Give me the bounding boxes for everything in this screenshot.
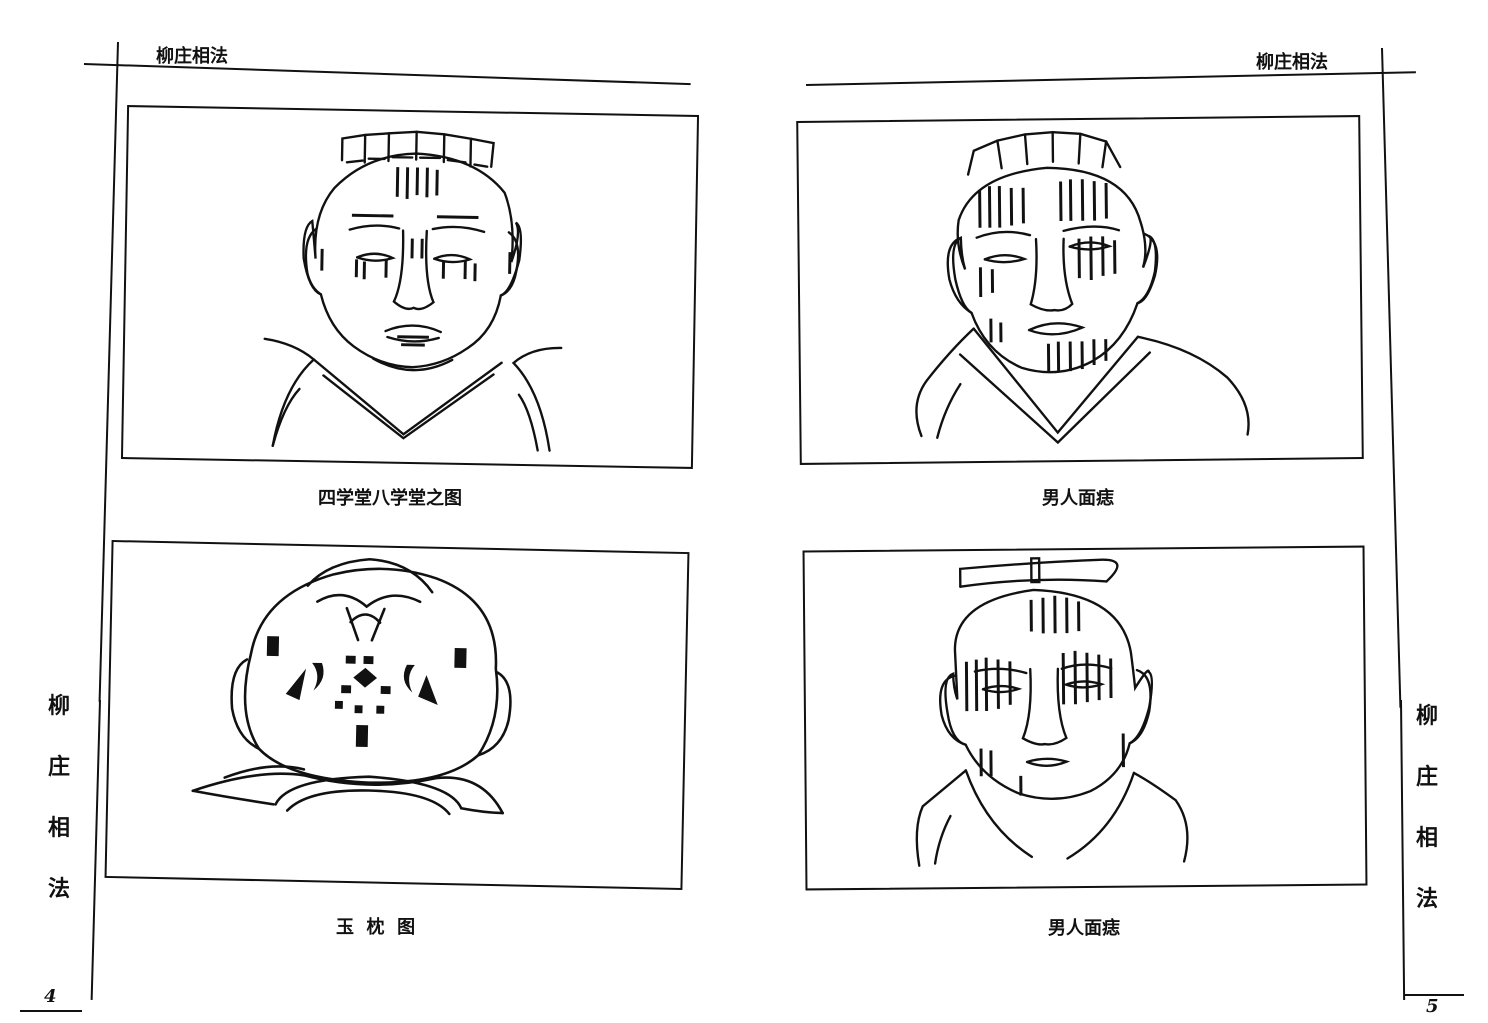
left-margin-rule-lower: [90, 700, 101, 1000]
right-running-header: 柳庄相法: [1256, 52, 1328, 73]
right-margin-rule-lower: [1400, 699, 1406, 1000]
figure-jade-pillow: [104, 539, 690, 891]
side-title-char: 庄: [47, 754, 70, 780]
face-front-illustration: [263, 130, 563, 452]
side-title-char: 法: [47, 876, 70, 902]
left-footer-rule: [20, 1010, 82, 1012]
side-title-char: 庄: [1415, 764, 1438, 790]
right-footer-rule: [1404, 994, 1464, 996]
face-moles-illustration: [915, 557, 1189, 867]
figure-caption: 四学堂八学堂之图: [318, 488, 462, 509]
side-title-char: 相: [47, 815, 70, 841]
figure-facial-moles-1: [796, 115, 1364, 465]
right-margin-rule: [1381, 47, 1402, 708]
side-title-char: 柳: [47, 693, 70, 719]
side-title-char: 法: [1415, 886, 1438, 912]
right-side-title: 柳 庄 相 法: [1412, 686, 1442, 930]
left-running-header: 柳庄相法: [156, 46, 228, 67]
face-moles-illustration: [915, 130, 1250, 445]
right-page-number: 5: [1426, 996, 1439, 1017]
left-side-title: 柳 庄 相 法: [44, 676, 74, 920]
left-page-number: 4: [44, 986, 57, 1007]
figure-four-study-halls: [120, 105, 700, 469]
figure-caption: 男人面痣: [1042, 488, 1114, 509]
side-title-char: 柳: [1415, 703, 1438, 729]
head-back-illustration: [191, 557, 512, 816]
figure-caption: 玉 枕 图: [336, 917, 416, 938]
figure-facial-moles-2: [802, 545, 1368, 891]
figure-caption: 男人面痣: [1048, 918, 1120, 939]
side-title-char: 相: [1415, 825, 1438, 851]
